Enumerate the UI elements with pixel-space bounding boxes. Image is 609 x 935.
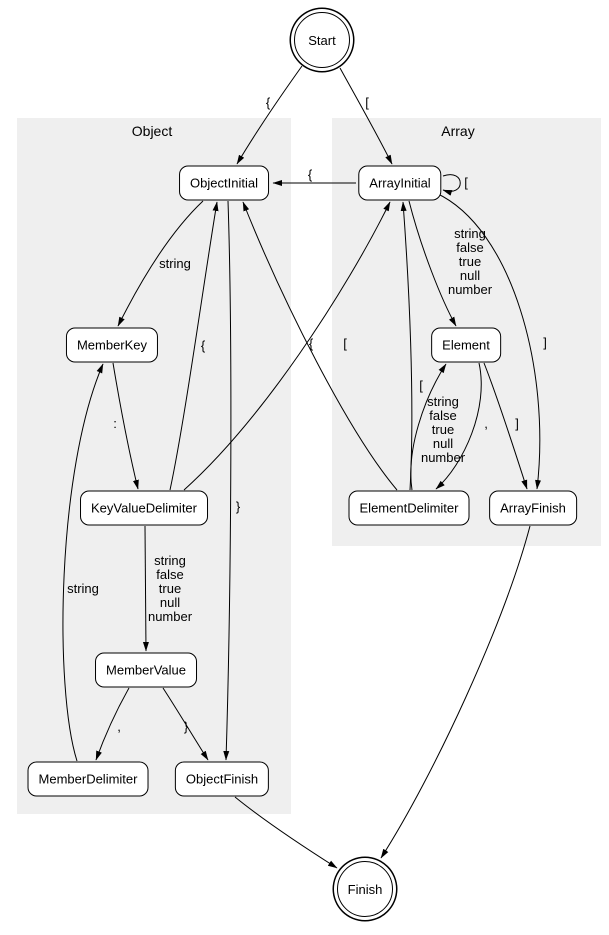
cluster-array-label: Array — [441, 123, 475, 139]
edge-label-keyvaluedelimiter-membervalue: string false true null number — [147, 552, 193, 625]
edge-label-memberdelimiter-memberkey: string — [67, 580, 99, 596]
state-arrayinitial: ArrayInitial — [358, 165, 442, 201]
state-memberkey: MemberKey — [65, 327, 159, 363]
cluster-object — [17, 118, 291, 814]
edge-label-arrayinitial-objectinitial: { — [307, 166, 313, 182]
edge-label-objectinitial-objectfinish: } — [235, 498, 241, 514]
state-start: Start — [294, 12, 350, 68]
edge-label-membervalue-memberdelimiter: , — [117, 718, 121, 734]
edge-label-elementdelimiter-objectinitial: { — [308, 335, 314, 351]
state-element: Element — [431, 327, 501, 363]
edge-label-element-arrayfinish: ] — [515, 415, 519, 431]
edge-label-start-arrayinitial: [ — [365, 94, 369, 110]
edge-label-arrayinitial-element: string false true null number — [447, 225, 493, 298]
state-membervalue: MemberValue — [95, 652, 197, 688]
edge-label-objectinitial-memberkey: string — [159, 255, 191, 271]
edge-label-membervalue-objectfinish: } — [183, 718, 189, 734]
edge-label-keyvaluedelimiter-objectinitial: { — [200, 337, 206, 353]
state-elementdelimiter: ElementDelimiter — [348, 490, 470, 526]
edge-label-elementdelimiter-element: string false true null number — [420, 393, 466, 466]
edge-label-start-objectinitial: { — [265, 94, 271, 110]
edge-label-keyvaluedelimiter-arrayinitial: [ — [343, 335, 347, 351]
edge-label-element-elementdelimiter: , — [484, 415, 488, 431]
edge-label-arrayinitial-arrayfinish: ] — [543, 334, 547, 350]
state-objectinitial: ObjectInitial — [179, 165, 269, 201]
edge-label-elementdelimiter-arrayinitial: [ — [419, 377, 423, 393]
edge-label-memberkey-keyvaluedelimiter: : — [113, 415, 117, 431]
state-keyvaluedelimiter: KeyValueDelimiter — [80, 490, 208, 526]
cluster-object-label: Object — [131, 123, 173, 139]
state-objectfinish: ObjectFinish — [174, 761, 270, 797]
state-memberdelimiter: MemberDelimiter — [27, 761, 149, 797]
edge-label-arrayinitial-self: [ — [464, 174, 468, 190]
state-finish: Finish — [337, 861, 393, 917]
state-arrayfinish: ArrayFinish — [489, 490, 577, 526]
edge-arrayfinish-to-finish — [380, 525, 531, 859]
